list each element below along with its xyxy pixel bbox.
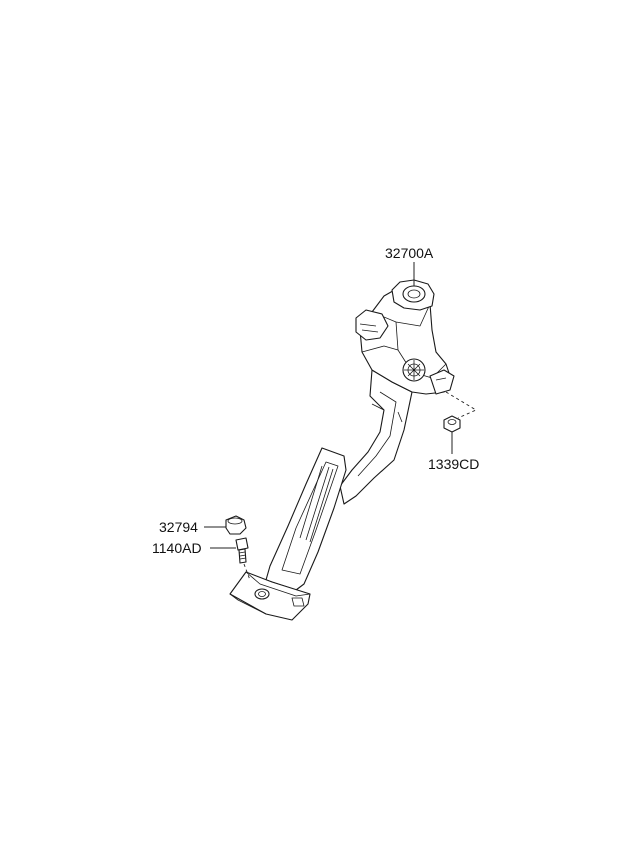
label-32700A[interactable]: 32700A (385, 245, 434, 261)
label-1339CD[interactable]: 1339CD (428, 456, 479, 472)
nut-install-path (445, 391, 477, 419)
sensor-connector (355, 309, 389, 341)
bolt-icon (235, 537, 249, 551)
label-32794[interactable]: 32794 (159, 519, 198, 535)
nut-1339CD[interactable] (443, 415, 461, 433)
stopper-32794[interactable] (225, 515, 247, 535)
floor-plate (229, 571, 311, 621)
mounting-stud (429, 369, 455, 395)
bolt-install-path (243, 563, 251, 581)
accelerator-pedal-assembly[interactable] (229, 279, 455, 621)
pedal-arm (339, 369, 413, 505)
stopper-icon (225, 515, 247, 535)
nut-icon (443, 415, 461, 433)
label-1140AD[interactable]: 1140AD (152, 540, 202, 556)
bolt-1140AD[interactable] (235, 537, 249, 564)
